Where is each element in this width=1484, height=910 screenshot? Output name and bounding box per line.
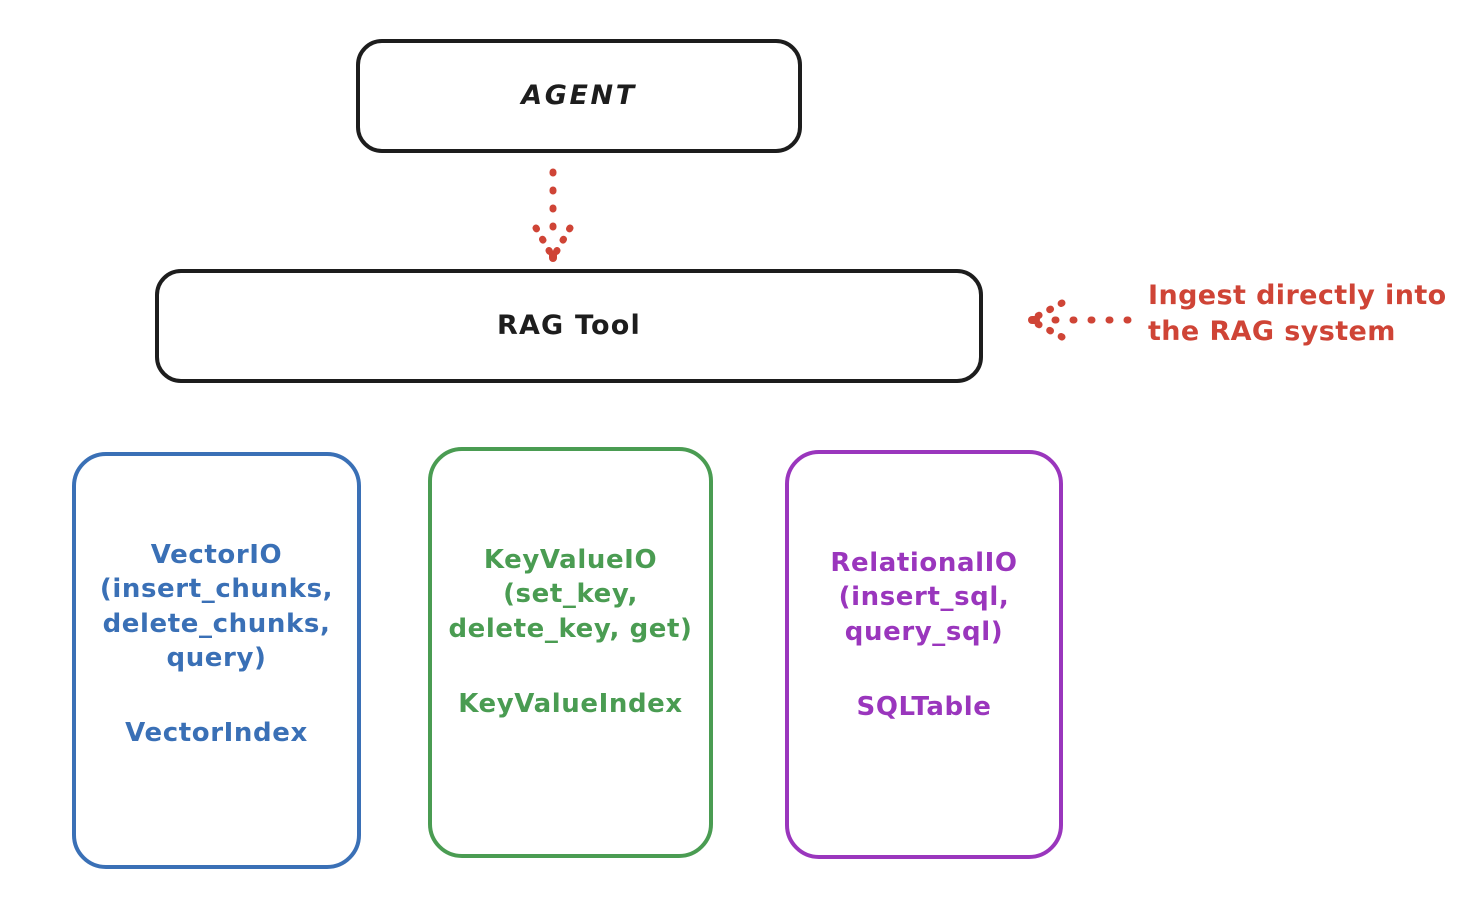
node-key-value-io[interactable]: KeyValueIO (set_key, delete_key, get) Ke… [428,447,713,858]
node-relational-io-api: RelationalIO (insert_sql, query_sql) [830,548,1018,647]
node-vector-io-index: VectorIndex [125,718,308,749]
node-agent[interactable]: AGENT [356,39,802,153]
node-relational-io-content: RelationalIO (insert_sql, query_sql) SQL… [789,454,1059,855]
node-key-value-io-index: KeyValueIndex [458,688,683,719]
node-rag-tool-label: RAG Tool [496,310,642,342]
node-vector-io-content: VectorIO (insert_chunks, delete_chunks, … [76,456,357,865]
annotation-ingest-label: Ingest directly into the RAG system [1148,280,1447,348]
node-key-value-io-content: KeyValueIO (set_key, delete_key, get) Ke… [432,451,709,854]
node-agent-label: AGENT [521,80,637,112]
connector-agent-to-rag-tool-icon [532,168,574,262]
connector-ingest-to-rag-tool-icon [1028,299,1132,341]
node-relational-io[interactable]: RelationalIO (insert_sql, query_sql) SQL… [785,450,1063,859]
node-vector-io-api: VectorIO (insert_chunks, delete_chunks, … [99,540,334,673]
node-vector-io[interactable]: VectorIO (insert_chunks, delete_chunks, … [72,452,361,869]
node-key-value-io-api: KeyValueIO (set_key, delete_key, get) [448,545,693,644]
node-rag-tool[interactable]: RAG Tool [155,269,983,383]
node-relational-io-index: SQLTable [856,691,992,722]
